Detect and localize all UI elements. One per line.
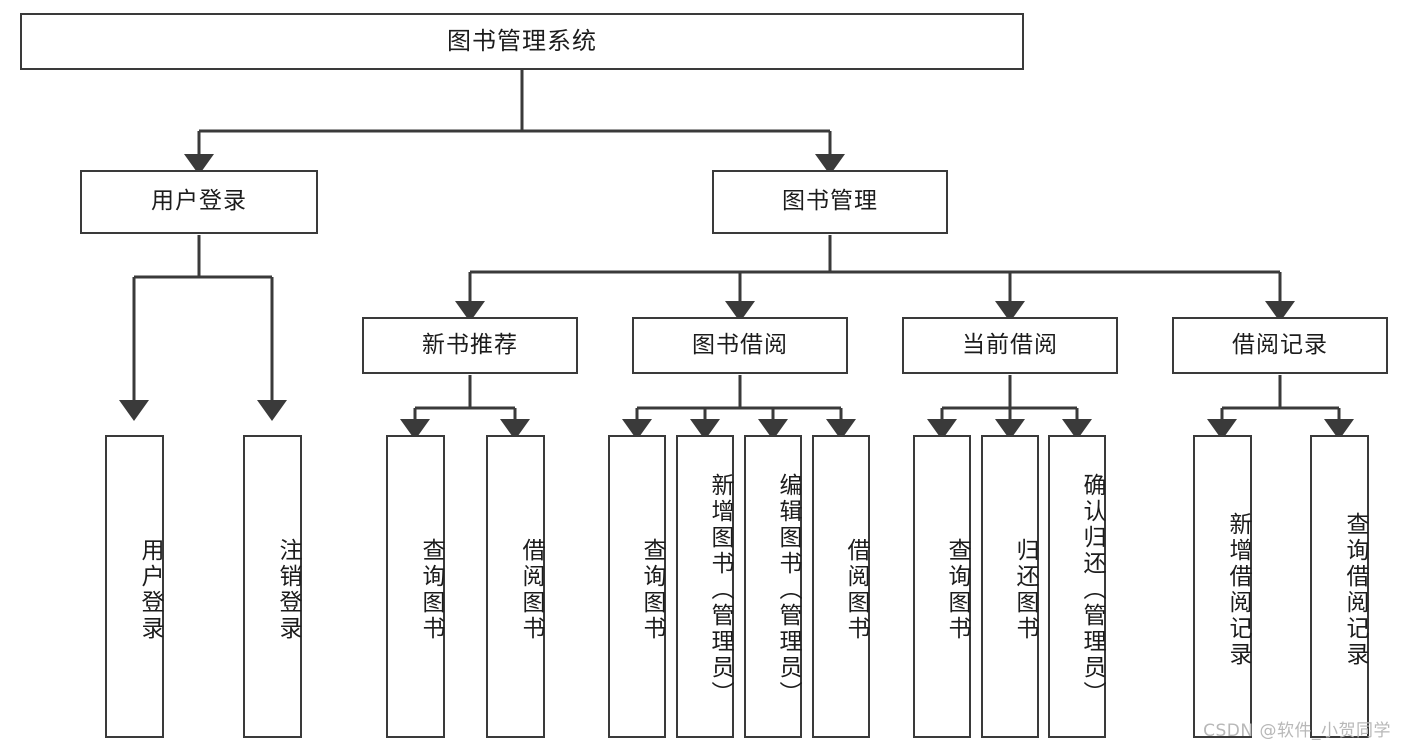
node-leaf-user-login-login[interactable]: 用户登录 xyxy=(105,435,164,738)
node-leaf-borrow-record-add[interactable]: 新增借阅记录 xyxy=(1193,435,1252,738)
node-borrow-record[interactable]: 借阅记录 xyxy=(1172,317,1388,374)
node-new-book-recommend[interactable]: 新书推荐 xyxy=(362,317,578,374)
node-leaf-book-borrow-borrow[interactable]: 借阅图书 xyxy=(812,435,870,738)
node-leaf-current-borrow-confirm[interactable]: 确认归还（管理员） xyxy=(1048,435,1106,738)
node-book-borrow[interactable]: 图书借阅 xyxy=(632,317,848,374)
csdn-watermark: CSDN @软件_小贺同学 xyxy=(1203,721,1391,741)
node-leaf-new-book-query[interactable]: 查询图书 xyxy=(386,435,445,738)
node-leaf-book-borrow-edit[interactable]: 编辑图书（管理员） xyxy=(744,435,802,738)
node-leaf-user-login-logout[interactable]: 注销登录 xyxy=(243,435,302,738)
node-leaf-borrow-record-query[interactable]: 查询借阅记录 xyxy=(1310,435,1369,738)
node-root-system[interactable]: 图书管理系统 xyxy=(20,13,1024,70)
node-book-management[interactable]: 图书管理 xyxy=(712,170,948,234)
node-leaf-book-borrow-add[interactable]: 新增图书（管理员） xyxy=(676,435,734,738)
node-leaf-current-borrow-query[interactable]: 查询图书 xyxy=(913,435,971,738)
node-leaf-book-borrow-query[interactable]: 查询图书 xyxy=(608,435,666,738)
node-user-login[interactable]: 用户登录 xyxy=(80,170,318,234)
node-leaf-current-borrow-return[interactable]: 归还图书 xyxy=(981,435,1039,738)
node-current-borrow[interactable]: 当前借阅 xyxy=(902,317,1118,374)
node-leaf-new-book-borrow[interactable]: 借阅图书 xyxy=(486,435,545,738)
